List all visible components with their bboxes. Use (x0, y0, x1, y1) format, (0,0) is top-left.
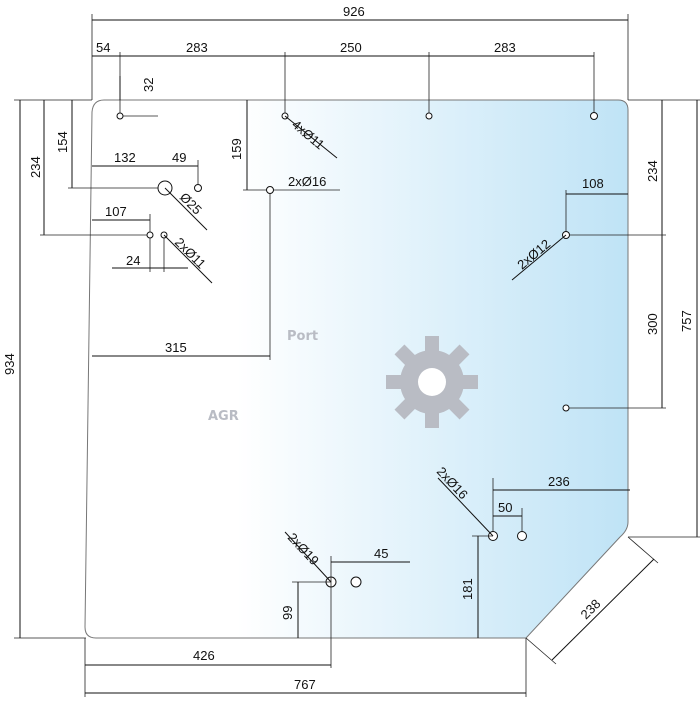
watermark-line1: Port (287, 329, 318, 344)
dim-934: 934 (2, 353, 17, 375)
dim-99: 99 (280, 606, 295, 620)
left-dimensions (14, 99, 165, 639)
dim-24: 24 (126, 253, 140, 268)
dim-234-right: 234 (645, 160, 660, 182)
dim-767: 767 (294, 677, 316, 692)
watermark-line2: AGR (208, 409, 239, 424)
right-dimensions (566, 99, 700, 538)
dim-159: 159 (229, 138, 244, 160)
dim-181: 181 (460, 578, 475, 600)
dim-54: 54 (96, 40, 110, 55)
dim-426: 426 (193, 648, 215, 663)
hole-2x19-b (350, 576, 362, 588)
dim-926: 926 (343, 4, 365, 19)
glass-panel (84, 99, 629, 639)
hole-small-right (194, 184, 202, 192)
hole-2x16-lower-b (517, 531, 527, 541)
dim-108: 108 (582, 176, 604, 191)
bottom-dimensions (84, 638, 527, 697)
dim-757: 757 (679, 310, 694, 332)
watermark-gear-icon (386, 336, 478, 428)
dim-283-right: 283 (494, 40, 516, 55)
dim-154: 154 (55, 131, 70, 153)
dim-238: 238 (578, 596, 604, 622)
hole-2x11-a (146, 231, 154, 239)
dim-132: 132 (114, 150, 136, 165)
dim-45: 45 (374, 546, 388, 561)
dim-300: 300 (645, 313, 660, 335)
dim-236: 236 (548, 474, 570, 489)
hole-top-4 (590, 112, 598, 120)
hole-top-3 (425, 112, 433, 120)
watermark-logo: Port AGR (208, 329, 478, 428)
dim-49: 49 (172, 150, 186, 165)
dim-32: 32 (141, 78, 156, 92)
callout-2x16-upper: 2xØ16 (288, 174, 326, 189)
hole-top-1 (116, 112, 124, 120)
dim-283-left: 283 (186, 40, 208, 55)
dim-315: 315 (165, 340, 187, 355)
dim-107: 107 (105, 204, 127, 219)
hole-2x16-upper (266, 186, 274, 194)
hole-2x12-lower (562, 404, 570, 412)
top-dimensions (91, 14, 629, 116)
dim-234-left: 234 (28, 156, 43, 178)
dim-50: 50 (498, 500, 512, 515)
dim-250: 250 (340, 40, 362, 55)
